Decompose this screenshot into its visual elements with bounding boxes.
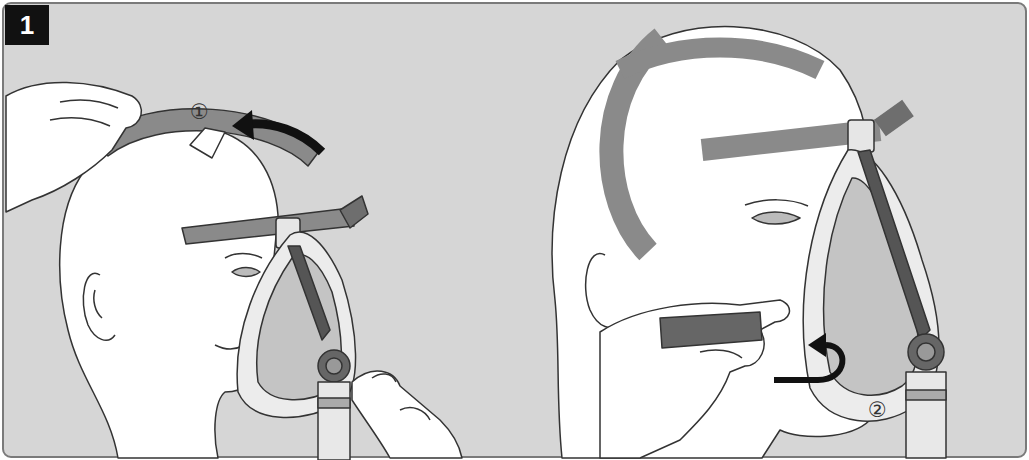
pull-arrow [232,110,322,152]
step-number-box: 1 [5,5,49,45]
right-figure [552,27,946,458]
left-figure [6,82,462,460]
callout-number: ② [868,398,887,422]
tuck-arrow [774,333,842,380]
step-number: 1 [20,10,34,41]
callout-number: ① [190,100,209,124]
